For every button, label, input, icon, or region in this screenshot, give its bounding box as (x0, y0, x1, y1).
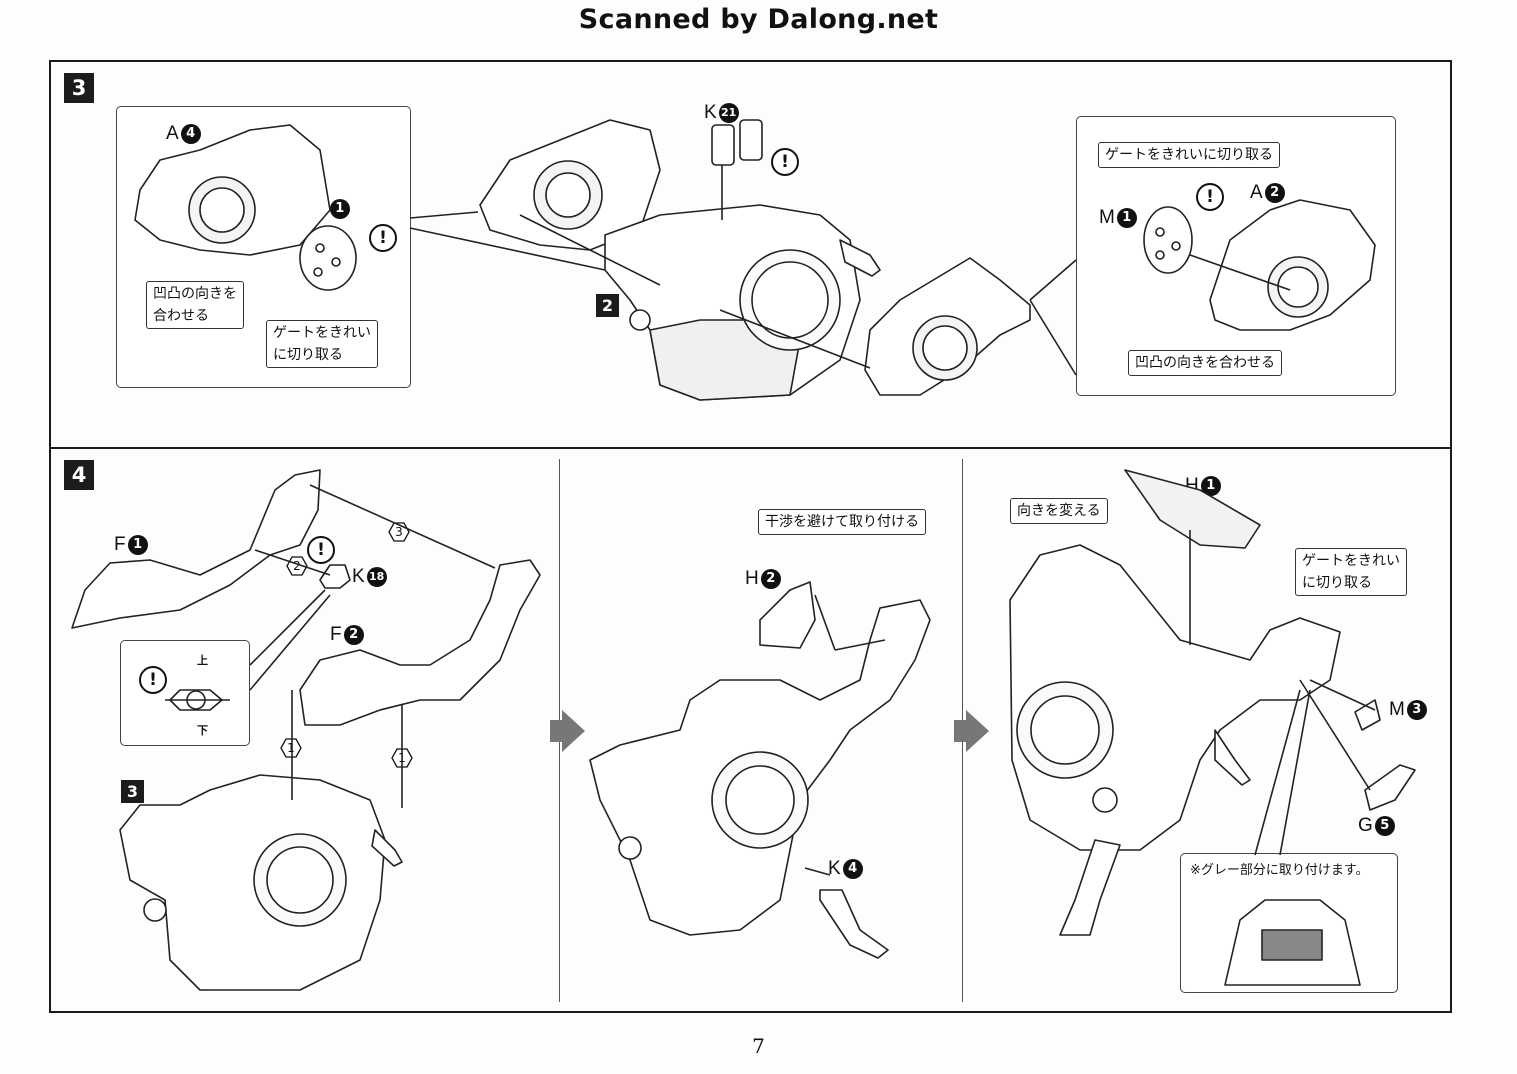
subassembly-3-badge: 3 (121, 780, 144, 803)
warning-icon: ! (307, 536, 335, 564)
align-note-right: 凹凸の向きを合わせる (1128, 350, 1282, 376)
page-number: 7 (752, 1034, 765, 1058)
gate-note-panel3: ゲートをきれいに切り取る (1295, 548, 1407, 596)
sequence-marker: 1 (280, 738, 302, 758)
step-divider (49, 447, 1452, 449)
avoid-interference-note: 干渉を避けて取り付ける (758, 509, 926, 535)
warning-icon: ! (771, 148, 799, 176)
inset-top-label: 上 (197, 654, 208, 667)
gate-note-left: ゲートをきれいに切り取る (266, 320, 378, 368)
warning-icon: ! (139, 666, 167, 694)
gray-area-note: ※グレー部分に取り付けます。 (1190, 863, 1369, 878)
align-note-left: 凹凸の向きを合わせる (146, 281, 244, 329)
warning-icon: ! (1196, 183, 1224, 211)
scan-header: Scanned by Dalong.net (578, 4, 939, 35)
gate-note-right: ゲートをきれいに切り取る (1098, 142, 1280, 168)
step-3-badge: 3 (64, 73, 94, 103)
inset-bottom-label: 下 (197, 724, 208, 737)
subassembly-2-badge: 2 (596, 294, 619, 317)
instruction-frame (49, 60, 1452, 1013)
rotate-note: 向きを変える (1010, 498, 1108, 524)
step-4-badge: 4 (64, 460, 94, 490)
warning-icon: ! (369, 224, 397, 252)
